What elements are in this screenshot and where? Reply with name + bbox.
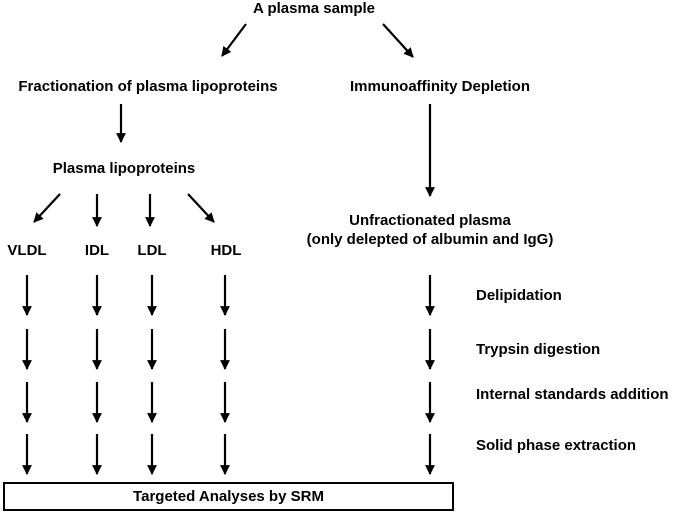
arrow-source-to-depletion [382, 23, 414, 58]
step-trypsin-digestion: Trypsin digestion [476, 341, 601, 358]
node-plasma-sample: A plasma sample [253, 0, 375, 17]
step-arrows-row-2 [22, 329, 435, 370]
step-delipidation: Delipidation [476, 287, 562, 304]
node-immunoaffinity-depletion: Immunoaffinity Depletion [350, 78, 530, 95]
class-hdl: HDL [210, 242, 242, 259]
class-idl: IDL [84, 242, 110, 259]
node-fractionation: Fractionation of plasma lipoproteins [18, 78, 278, 95]
node-unfractionated-note: (only delepted of albumin and IgG) [306, 231, 554, 248]
class-ldl: LDL [137, 242, 167, 259]
arrow-to-vldl [33, 193, 61, 223]
arrow-to-hdl [187, 193, 215, 223]
final-analysis-label: Targeted Analyses by SRM [133, 488, 324, 505]
class-vldl: VLDL [7, 242, 47, 259]
final-analysis-box: Targeted Analyses by SRM [3, 482, 454, 511]
step-solid-phase-extraction: Solid phase extraction [476, 437, 637, 454]
arrow-source-to-fractionation [221, 23, 247, 57]
node-unfractionated-plasma: Unfractionated plasma [349, 212, 511, 229]
node-plasma-lipoproteins: Plasma lipoproteins [52, 160, 196, 177]
step-arrows-row-3 [22, 382, 435, 423]
step-arrows-row-1 [22, 275, 435, 316]
step-arrows-row-4 [22, 434, 435, 475]
step-internal-standards: Internal standards addition [476, 386, 669, 403]
